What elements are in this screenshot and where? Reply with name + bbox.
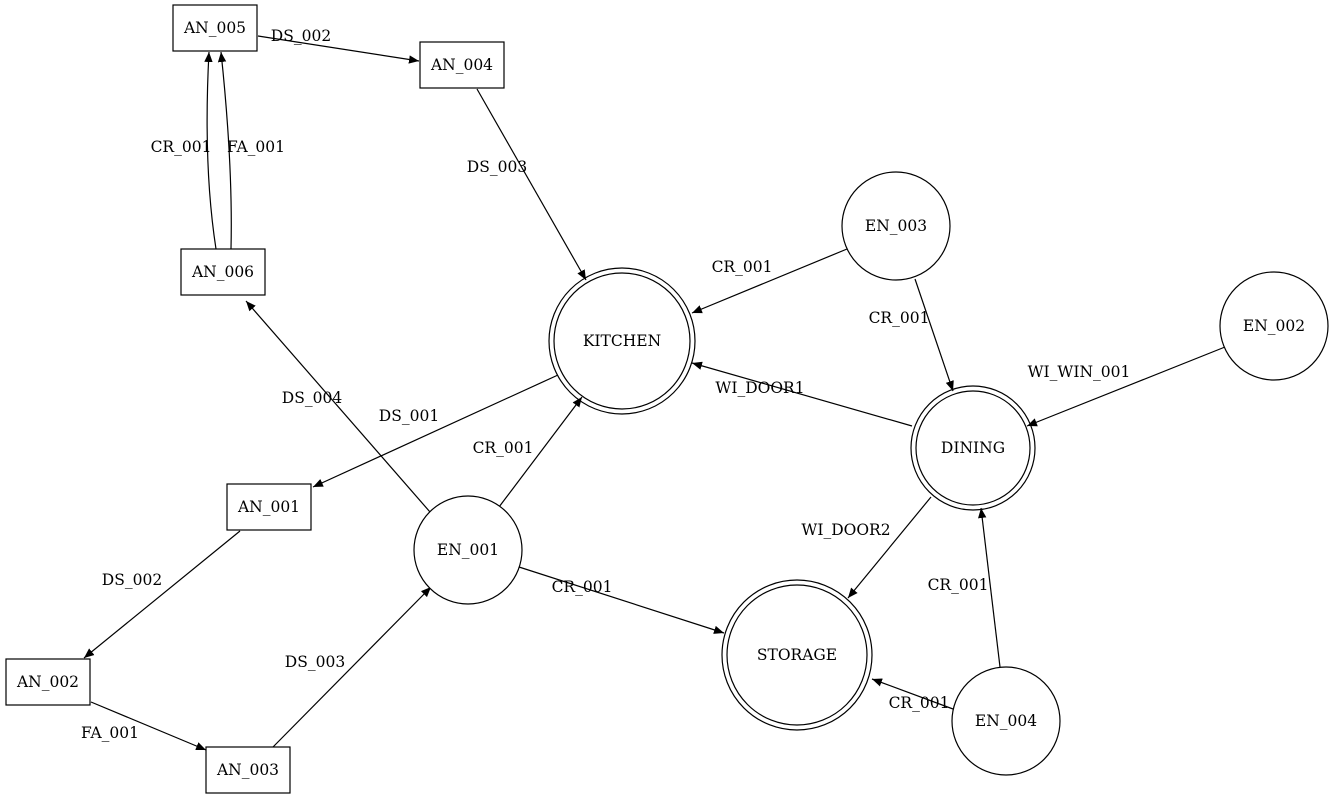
node-circle — [915, 390, 1031, 506]
edge-kitchen-to-an-001 — [312, 374, 559, 488]
edges-layer — [83, 35, 1226, 751]
edge-label: DS_003 — [467, 158, 527, 176]
node-label: AN_005 — [183, 19, 246, 37]
edge-label: DS_002 — [271, 27, 331, 45]
edge-label: CR_001 — [552, 578, 613, 596]
edge-label: CR_001 — [473, 439, 534, 457]
edge-en-001-to-kitchen — [498, 396, 583, 508]
node-label: AN_006 — [191, 263, 254, 281]
node-label: EN_004 — [975, 712, 1037, 730]
node-storage: STORAGE — [721, 579, 873, 731]
node-circle — [726, 584, 868, 726]
edge-label: DS_003 — [285, 653, 345, 671]
edge-label: FA_001 — [81, 724, 139, 742]
node-en-004: EN_004 — [951, 666, 1061, 776]
node-box — [226, 483, 312, 531]
node-label: EN_002 — [1243, 317, 1305, 335]
node-dining: DINING — [910, 385, 1036, 511]
edge-label: CR_001 — [889, 694, 950, 712]
node-en-001: EN_001 — [413, 495, 523, 605]
edge-an-001-to-an-002 — [83, 530, 241, 659]
node-an-005: AN_005 — [172, 4, 258, 52]
edge-en-004-to-dining — [978, 507, 1001, 668]
node-label: EN_003 — [865, 217, 927, 235]
edge-label: DS_004 — [282, 389, 343, 407]
node-en-002: EN_002 — [1219, 271, 1329, 381]
edge-an-006-to-an-005 — [204, 51, 217, 250]
node-label: KITCHEN — [583, 332, 661, 350]
node-box — [205, 746, 291, 794]
edge-dining-to-kitchen — [691, 361, 913, 427]
edge-label: WI_DOOR1 — [715, 379, 804, 397]
edge-en-004-to-storage — [871, 678, 954, 710]
edge-label: CR_001 — [712, 258, 773, 276]
node-an-002: AN_002 — [5, 658, 91, 706]
edge-label: WI_WIN_001 — [1028, 363, 1131, 381]
node-label: DINING — [941, 439, 1005, 457]
edge-en-001-to-an-006 — [245, 300, 431, 513]
edge-en-002-to-dining — [1026, 346, 1226, 427]
edge-label: FA_001 — [227, 138, 285, 156]
node-label: AN_004 — [430, 56, 493, 74]
edge-label: CR_001 — [928, 576, 989, 594]
node-outer-circle — [910, 385, 1036, 511]
node-outer-circle — [548, 267, 696, 415]
node-en-003: EN_003 — [841, 171, 951, 281]
edge-an-005-to-an-004 — [257, 35, 420, 64]
edge-label: CR_001 — [151, 138, 212, 156]
node-label: AN_003 — [216, 761, 279, 779]
node-an-004: AN_004 — [419, 41, 505, 89]
node-outer-circle — [721, 579, 873, 731]
edge-en-001-to-storage — [518, 566, 725, 634]
edge-label: DS_001 — [379, 407, 439, 425]
node-box — [180, 248, 266, 296]
edge-en-003-to-dining — [914, 278, 954, 392]
node-box — [419, 41, 505, 89]
node-kitchen: KITCHEN — [548, 267, 696, 415]
node-circle — [413, 495, 523, 605]
node-an-006: AN_006 — [180, 248, 266, 296]
node-label: AN_001 — [237, 498, 300, 516]
edge-dining-to-storage — [847, 496, 932, 599]
edge-label: WI_DOOR2 — [801, 521, 890, 539]
node-circle — [553, 272, 691, 410]
edge-label: CR_001 — [869, 309, 930, 327]
node-box — [5, 658, 91, 706]
node-label: AN_002 — [16, 673, 79, 691]
node-box — [172, 4, 258, 52]
node-label: STORAGE — [757, 646, 837, 664]
edge-an-004-to-kitchen — [476, 88, 587, 281]
node-an-003: AN_003 — [205, 746, 291, 794]
node-label: EN_001 — [437, 541, 499, 559]
edge-an-003-to-en-001 — [272, 586, 432, 748]
node-circle — [1219, 271, 1329, 381]
edge-an-006-to-an-005 — [217, 51, 232, 250]
node-circle — [951, 666, 1061, 776]
node-circle — [841, 171, 951, 281]
node-an-001: AN_001 — [226, 483, 312, 531]
edge-an-002-to-an-003 — [90, 701, 207, 751]
edge-label: DS_002 — [102, 571, 162, 589]
edge-en-003-to-kitchen — [691, 248, 848, 314]
